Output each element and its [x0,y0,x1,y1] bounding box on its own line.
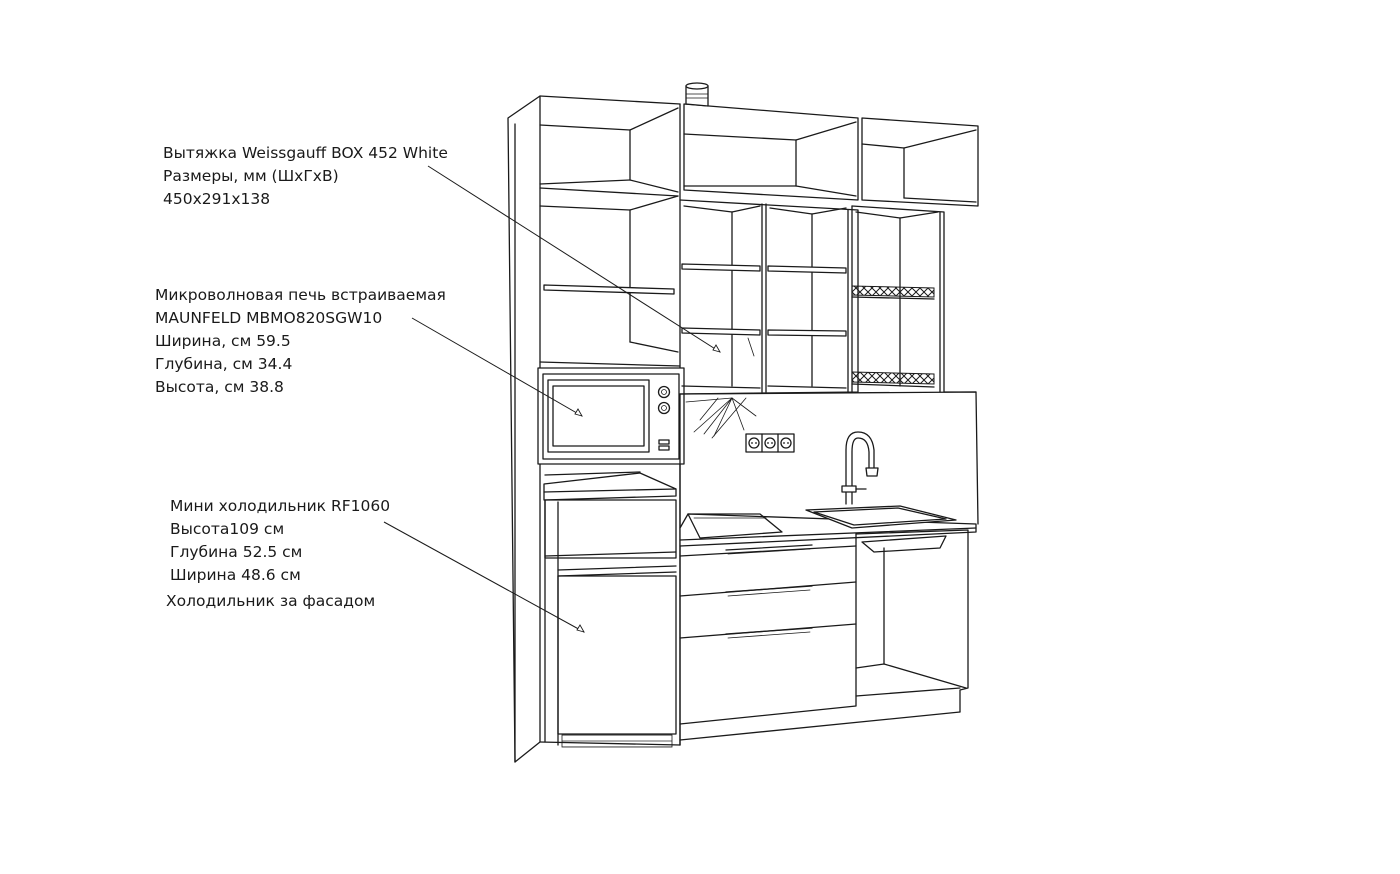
tall-column [507,95,685,763]
countertop [679,505,977,547]
leader-hood-arrow [712,344,721,353]
microwave-depth: Глубина, см 34.4 [155,355,293,373]
fridge-width: Ширина 48.6 см [170,566,301,584]
microwave-title: Микроволновая печь встраиваемая [155,286,446,304]
fridge-facade-note: Холодильник за фасадом [166,592,376,610]
leader-fridge [383,521,585,633]
tall-top-open-box [539,107,679,197]
middle-shelving [679,199,859,395]
fridge-title: Мини холодильник RF1060 [170,497,391,515]
microwave-height: Высота, см 38.8 [155,378,284,396]
lower-drawers [679,533,961,746]
triple-socket [745,433,795,453]
callout-microwave: Микроволновая печь встраиваемая MAUNFELD… [155,284,446,399]
hood-dimensions-label: Размеры, мм (ШхГхВ) [163,167,339,185]
microwave-model: MAUNFELD MBMO820SGW10 [155,309,383,327]
fridge-height: Высота109 см [170,520,285,538]
sink-cabinet [855,529,969,713]
microwave-width: Ширина, см 59.5 [155,332,291,350]
fridge-facade [544,499,677,748]
leader-hood [427,165,721,353]
tall-niche-shelf [543,471,677,501]
faucet [841,431,879,505]
leader-microwave-arrow [574,408,583,417]
dish-rack-cabinet [851,205,945,393]
fridge-depth: Глубина 52.5 см [170,543,303,561]
leader-microwave [411,317,583,417]
tall-middle-open-box [539,195,681,367]
callout-hood: Вытяжка Weissgauff BOX 452 White Размеры… [163,142,448,211]
callout-fridge: Мини холодильник RF1060 Высота109 см Глу… [166,495,391,613]
backsplash [679,391,979,529]
upper-open-boxes [683,82,979,207]
hood-title: Вытяжка Weissgauff BOX 452 White [163,144,448,162]
hood-dimensions-value: 450х291х138 [163,190,271,208]
leader-lines [383,165,721,633]
light-rays [685,397,757,439]
leader-fridge-arrow [576,624,585,633]
microwave [537,367,685,465]
